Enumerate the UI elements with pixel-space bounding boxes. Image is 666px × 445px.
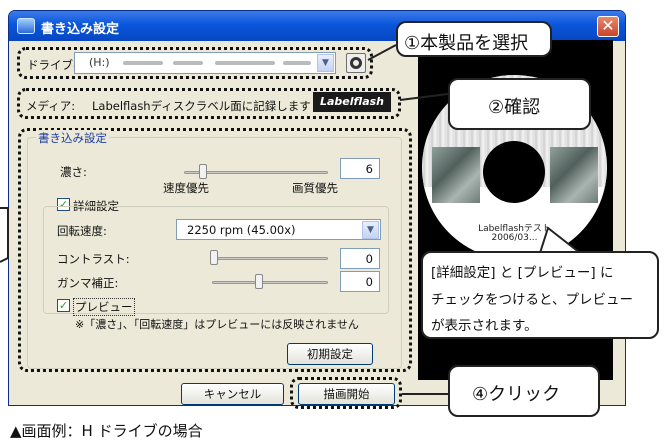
- note-line-3: が表示されます。: [431, 318, 538, 334]
- app-icon: [17, 18, 35, 34]
- drive-select[interactable]: (H:) ▼: [74, 52, 336, 74]
- density-slider-thumb[interactable]: [199, 164, 207, 179]
- disc-hole: [483, 141, 545, 203]
- gamma-slider-track[interactable]: [212, 281, 328, 284]
- gamma-value[interactable]: 0: [340, 271, 380, 292]
- preview-checkbox[interactable]: ✓: [57, 299, 70, 312]
- gamma-slider-thumb[interactable]: [255, 274, 263, 289]
- callout-confirm: ②確認: [448, 78, 591, 130]
- note-line-1: [詳細設定] と [プレビュー] に: [431, 265, 614, 281]
- reset-button[interactable]: 初期設定: [287, 343, 373, 365]
- labelflash-logo: Labelflash: [313, 92, 391, 112]
- photo-left: [432, 147, 480, 203]
- speed-select[interactable]: 2250 rpm (45.00x) ▼: [176, 219, 381, 240]
- contrast-value[interactable]: 0: [340, 248, 380, 269]
- contrast-label: コントラスト:: [57, 252, 130, 266]
- media-label: メディア:: [26, 99, 76, 113]
- preview-note: ※「濃さ」、「回転速度」はプレビューには反映されません: [75, 318, 359, 331]
- caption: ▲画面例：H ドライブの場合: [10, 422, 203, 440]
- start-highlight: [290, 377, 402, 409]
- callout-click: ④クリック: [448, 365, 600, 417]
- density-left-label: 速度優先: [163, 181, 209, 195]
- preview-label: プレビュー: [73, 298, 135, 316]
- speed-label: 回転速度:: [57, 224, 107, 238]
- density-label: 濃さ:: [60, 165, 87, 179]
- disc-title: Labelflashテスト: [478, 224, 551, 234]
- contrast-slider-thumb[interactable]: [210, 250, 218, 265]
- dialog-title: 書き込み設定: [41, 22, 120, 37]
- gamma-label: ガンマ補正:: [57, 276, 119, 290]
- callout-click-text: ④クリック: [472, 384, 561, 405]
- settings-highlight: [18, 128, 412, 372]
- density-slider-track[interactable]: [184, 171, 328, 174]
- group-title: 書き込み設定: [36, 130, 109, 146]
- speed-value: 2250 rpm (45.00x): [187, 223, 296, 237]
- drive-value: (H:): [89, 56, 110, 69]
- note-line-2: チェックをつけると、プレビュー: [431, 292, 633, 308]
- callout-preview-note: [詳細設定] と [プレビュー] に チェックをつけると、プレビュー が表示され…: [421, 251, 659, 339]
- callout-confirm-text: ②確認: [488, 97, 541, 118]
- chevron-down-icon[interactable]: ▼: [362, 221, 379, 239]
- detail-group: [43, 206, 389, 314]
- density-right-label: 画質優先: [292, 181, 338, 195]
- drive-highlight: [17, 47, 373, 79]
- refresh-icon: [350, 57, 362, 69]
- callout-select-product: ①本製品を選択: [396, 21, 552, 57]
- drive-label: ドライブ名:: [27, 58, 89, 72]
- refresh-drive-button[interactable]: [346, 53, 366, 73]
- callout-select-product-text: ①本製品を選択: [404, 33, 529, 54]
- chevron-down-icon[interactable]: ▼: [317, 54, 334, 72]
- photo-right: [550, 147, 598, 203]
- media-highlight: [17, 88, 401, 119]
- detail-checkbox[interactable]: ✓: [57, 198, 70, 211]
- disc-subtitle: 2006/03...: [491, 233, 538, 243]
- media-value: Labelflashディスクラベル面に記録します: [92, 99, 311, 113]
- start-drawing-button[interactable]: 描画開始: [298, 383, 395, 405]
- close-button[interactable]: ✕: [597, 16, 619, 37]
- cancel-button[interactable]: キャンセル: [181, 383, 284, 405]
- density-value[interactable]: 6: [340, 158, 380, 179]
- write-settings-group: [27, 137, 402, 369]
- title-bar: 書き込み設定 ✕: [9, 11, 625, 41]
